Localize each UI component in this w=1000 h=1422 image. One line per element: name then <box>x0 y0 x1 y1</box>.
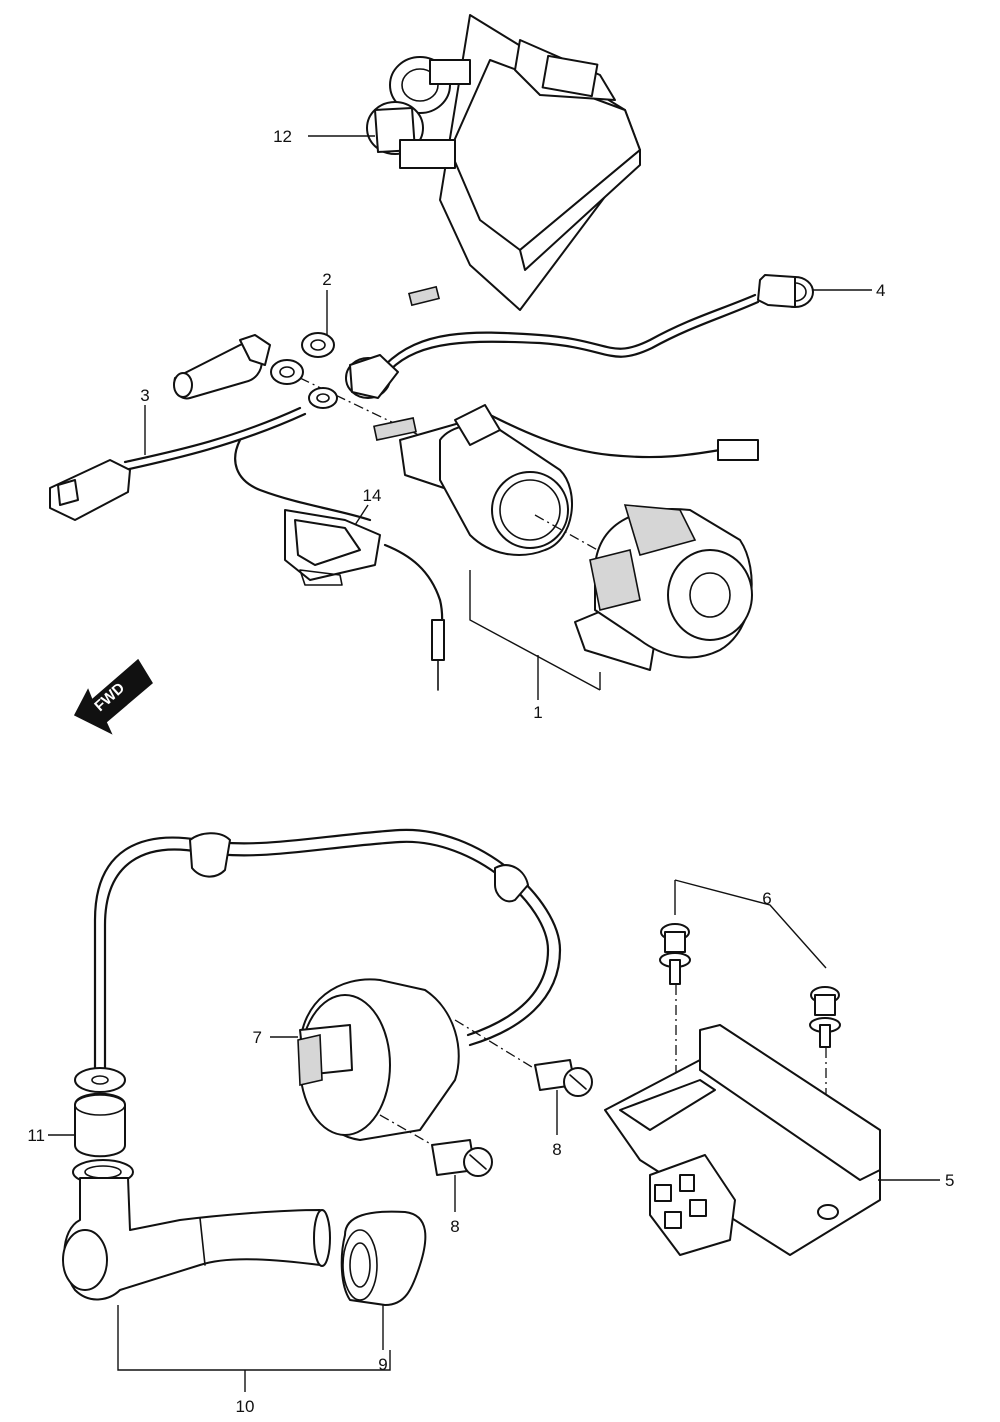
part-10-plug-cap-wire <box>93 828 562 1072</box>
callout-5: 5 <box>945 1171 954 1190</box>
callout-8-lower: 8 <box>450 1217 459 1236</box>
part-9-cap-cover <box>340 1210 427 1306</box>
callout-9: 9 <box>378 1355 387 1374</box>
part-8-screw-lower <box>431 1139 493 1177</box>
callout-3: 3 <box>140 386 149 405</box>
callout-4: 4 <box>876 281 885 300</box>
part-4-cap-wire <box>345 274 814 399</box>
part-14-fuse-holder <box>284 504 445 691</box>
callout-2: 2 <box>322 270 331 289</box>
callout-6: 6 <box>762 889 771 908</box>
callout-8-upper: 8 <box>552 1140 561 1159</box>
callout-14: 14 <box>363 486 382 505</box>
part-6-bolt-left <box>659 923 691 1085</box>
callout-12: 12 <box>273 127 292 146</box>
part-7-ignition-coil <box>297 978 546 1156</box>
leader-lines <box>48 135 940 1392</box>
part-1-starter-relay <box>373 285 759 700</box>
part-5-regulator <box>604 1024 881 1256</box>
part-11-grommet <box>72 1067 134 1185</box>
part-12-cdi-unit <box>366 14 641 311</box>
callout-11: 11 <box>27 1126 45 1145</box>
part-3-lead <box>49 387 372 522</box>
callout-1: 1 <box>533 703 542 722</box>
callout-labels: 12 2 3 4 14 1 6 7 5 8 8 9 10 11 <box>27 127 954 1416</box>
part-2-nut <box>270 332 451 451</box>
part-6-bolt-right <box>809 986 841 1200</box>
fwd-arrow: FWD <box>73 658 153 735</box>
terminal-boot <box>173 334 271 400</box>
callout-7: 7 <box>253 1028 262 1047</box>
callout-10: 10 <box>236 1397 255 1416</box>
part-10-plug-cap <box>62 1177 331 1301</box>
part-8-screw-upper <box>534 1059 593 1097</box>
